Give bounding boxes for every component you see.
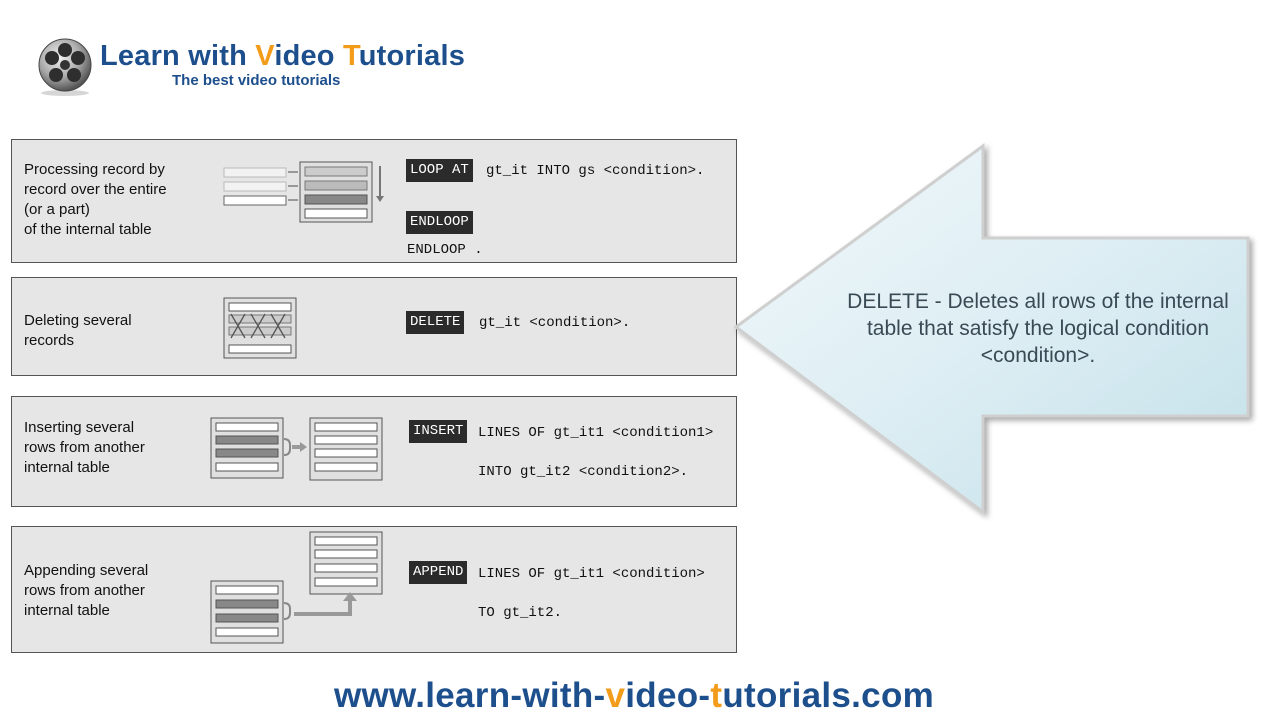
code-line: TO gt_it2. bbox=[478, 605, 563, 621]
code-line: gt_it <condition>. bbox=[479, 315, 631, 331]
panel-description: Appending several rows from another inte… bbox=[24, 562, 149, 619]
code-line: gt_it INTO gs <condition>. bbox=[486, 163, 705, 179]
keyword-delete: DELETE bbox=[406, 311, 465, 334]
callout-arrow bbox=[733, 143, 1250, 515]
insert-table-illustration bbox=[210, 417, 383, 481]
panel-description: Processing record by record over the ent… bbox=[24, 161, 167, 238]
brand-subtitle: The best video tutorials bbox=[172, 72, 341, 89]
keyword-endloop: ENDLOOP bbox=[406, 211, 473, 234]
code-line: INTO gt_it2 <condition2>. bbox=[478, 464, 689, 480]
panel-description: Deleting several records bbox=[24, 312, 132, 349]
keyword-insert: INSERT bbox=[409, 420, 468, 443]
panel-description: Inserting several rows from another inte… bbox=[24, 419, 145, 476]
delete-table-illustration bbox=[223, 297, 297, 359]
panel-delete: Deleting several records DELETE gt_it <c… bbox=[11, 277, 737, 376]
keyword-append: APPEND bbox=[409, 561, 468, 584]
brand-title: Learn with Video Tutorials bbox=[100, 40, 466, 72]
website-url[interactable]: www.learn-with-video-tutorials.com bbox=[333, 676, 935, 715]
film-reel-icon bbox=[38, 38, 92, 96]
code-line: ENDLOOP . bbox=[407, 242, 483, 258]
loop-table-illustration bbox=[223, 161, 384, 223]
append-table-illustration bbox=[210, 531, 383, 644]
code-line: LINES OF gt_it1 <condition1> bbox=[478, 425, 714, 441]
code-line: LINES OF gt_it1 <condition> bbox=[478, 566, 705, 582]
keyword-loop-at: LOOP AT bbox=[406, 159, 473, 182]
panel-loop: Processing record by record over the ent… bbox=[11, 139, 737, 263]
panel-insert: Inserting several rows from another inte… bbox=[11, 396, 737, 507]
panel-append: Appending several rows from another inte… bbox=[11, 526, 737, 653]
callout-description: DELETE - Deletes all rows of the interna… bbox=[847, 290, 1229, 367]
